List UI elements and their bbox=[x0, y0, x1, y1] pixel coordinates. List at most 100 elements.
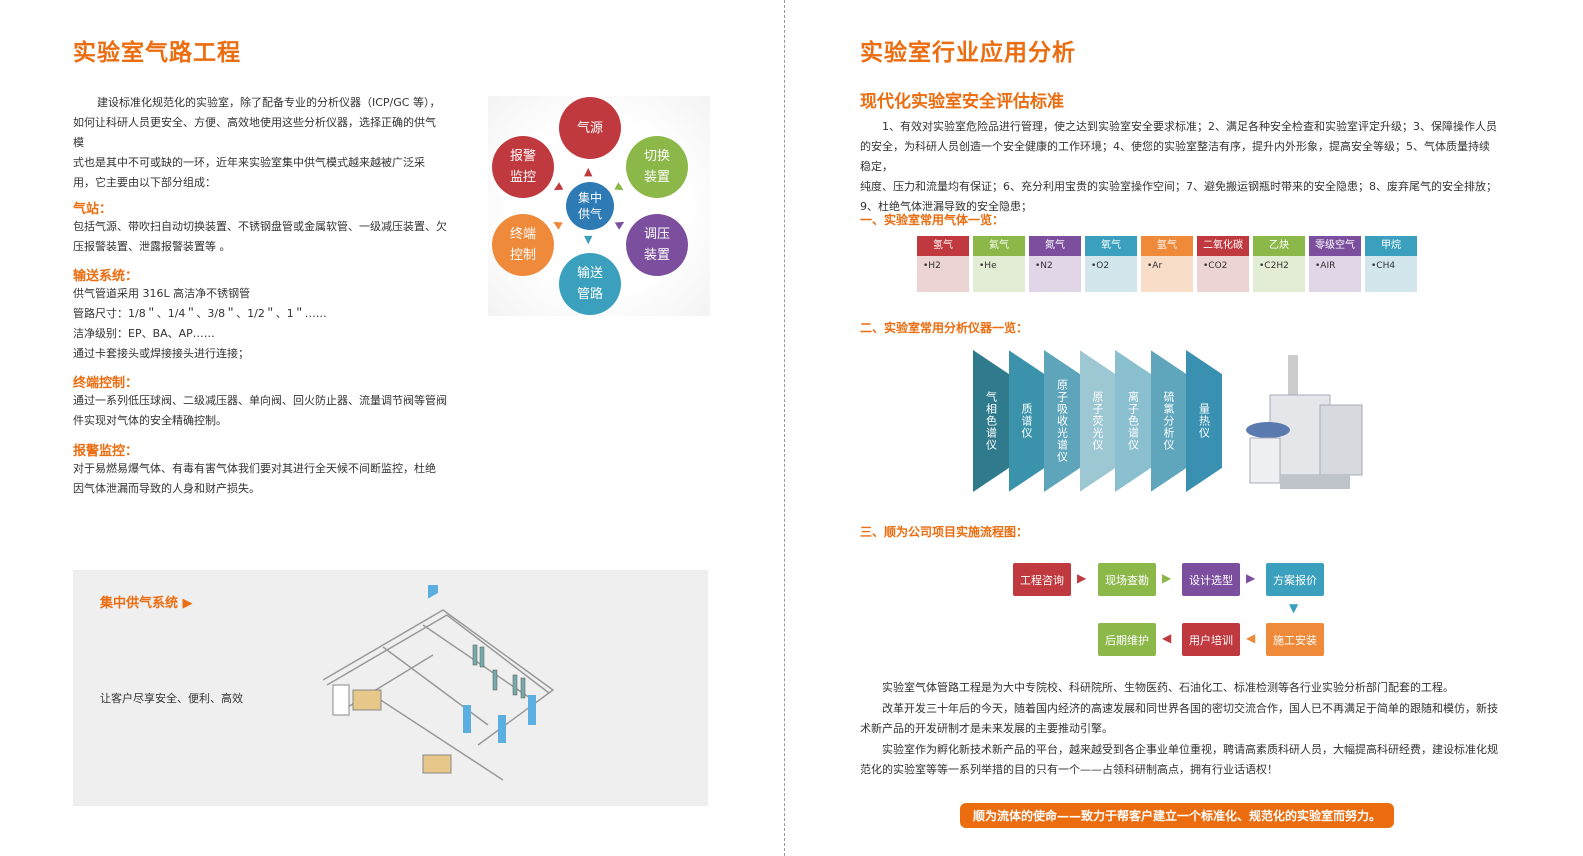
flow-step-quotation: 方案报价 bbox=[1266, 563, 1324, 596]
text-line: 对于易燃易爆气体、有毒有害气体我们要对其进行全天候不间断监控，杜绝 bbox=[73, 462, 436, 475]
text-line: 改革开发三十年后的今天，随着国内经济的高速发展和同世界各国的密切交流合作，国人已… bbox=[882, 702, 1498, 715]
gas-name: 氩气 bbox=[1141, 236, 1193, 256]
gas-chromatograph-photo bbox=[1240, 350, 1366, 498]
arrow-right-icon: ▶ bbox=[1246, 571, 1256, 585]
section-heading-delivery: 输送系统： bbox=[73, 269, 139, 284]
gas-card: 二氧化碳•CO2 bbox=[1197, 236, 1249, 292]
section-heading-terminal: 终端控制： bbox=[73, 376, 139, 391]
gas-name: 零级空气 bbox=[1309, 236, 1361, 256]
gas-name: 氦气 bbox=[973, 236, 1025, 256]
instrument-chevron: 质谱仪 bbox=[1008, 350, 1045, 492]
cycle-node-switching: 切换装置 bbox=[626, 136, 688, 198]
flow-heading: 三、顺为公司项目实施流程图： bbox=[860, 525, 1029, 539]
section-text: 包括气源、带吹扫自动切换装置、不锈钢盘管或金属软管、一级减压装置、欠压报警装置、… bbox=[73, 217, 447, 257]
arrow-right-icon: ▶ bbox=[1162, 571, 1172, 585]
mission-banner: 顺为流体的使命——致力于帮客户建立一个标准化、规范化的实验室而努力。 bbox=[960, 803, 1394, 828]
gas-formula: •CO2 bbox=[1197, 256, 1249, 292]
flow-step-survey: 现场查勘 bbox=[1098, 563, 1156, 596]
arrow-icon: ◀ bbox=[550, 215, 565, 232]
arrow-left-icon: ◀ bbox=[1162, 631, 1172, 645]
text-line: 件实现对气体的安全精确控制。 bbox=[73, 414, 227, 427]
safety-standards-subtitle: 现代化实验室安全评估标准 bbox=[860, 92, 1064, 112]
instrument-chevron: 原子吸收光谱仪 bbox=[1044, 350, 1080, 492]
instrument-chevron: 量热仪 bbox=[1186, 350, 1222, 492]
gas-formula: •Ar bbox=[1141, 256, 1193, 292]
gas-name: 氮气 bbox=[1029, 236, 1081, 256]
instrument-label: 原子荧光仪 bbox=[1091, 391, 1104, 451]
intro-line: 如何让科研人员更安全、方便、高效地使用这些分析仪器，选择正确的供气模 bbox=[73, 116, 436, 149]
arrow-icon: ▶ bbox=[613, 179, 628, 196]
panel-title: 集中供气系统 ▶ bbox=[100, 596, 193, 611]
gas-name: 乙炔 bbox=[1253, 236, 1305, 256]
gas-card: 甲烷•CH4 bbox=[1365, 236, 1417, 292]
instrument-label: 离子色谱仪 bbox=[1126, 391, 1140, 451]
central-gas-system-panel: 集中供气系统 ▶ 让客户尽享安全、便利、高效 bbox=[73, 570, 708, 806]
lab-illustration bbox=[322, 585, 555, 781]
text-line: 供气管道采用 316L 高洁净不锈钢管 bbox=[73, 287, 251, 300]
gas-card: 乙炔•C2H2 bbox=[1253, 236, 1305, 292]
section-heading-gas-station: 气站： bbox=[73, 202, 113, 217]
arrow-down-icon: ▼ bbox=[1289, 601, 1299, 615]
page-divider bbox=[784, 0, 785, 856]
arrow-icon: ▶ bbox=[613, 215, 628, 232]
instrument-chevron: 原子荧光仪 bbox=[1079, 350, 1116, 492]
instrument-label: 量热仪 bbox=[1197, 403, 1211, 439]
intro-line: 建设标准化规范化的实验室，除了配备专业的分析仪器（ICP/GC 等）， bbox=[97, 96, 441, 109]
gas-card: 氮气•N2 bbox=[1029, 236, 1081, 292]
closing-paragraphs: 实验室气体管路工程是为大中专院校、科研院所、生物医药、石油化工、标准检测等各行业… bbox=[860, 678, 1500, 780]
instrument-chevron: 硫氯分析仪 bbox=[1150, 350, 1187, 492]
text-line: 实验室气体管路工程是为大中专院校、科研院所、生物医药、石油化工、标准检测等各行业… bbox=[882, 681, 1454, 694]
gas-formula: •C2H2 bbox=[1253, 256, 1305, 292]
flow-step-training: 用户培训 bbox=[1182, 623, 1240, 656]
text-line: 术新产品的开发研制才是未来发展的主要推动引擎。 bbox=[860, 722, 1113, 735]
play-arrow-icon: ▶ bbox=[182, 596, 193, 611]
arrow-left-icon: ◀ bbox=[1246, 631, 1256, 645]
gas-name: 二氧化碳 bbox=[1197, 236, 1249, 256]
instrument-list-heading: 二、实验室常用分析仪器一览： bbox=[860, 321, 1029, 335]
text-line: 范化的实验室等等一系列举措的目的只有一个——占领科研制高点，拥有行业话语权！ bbox=[860, 763, 1278, 776]
gas-formula: •CH4 bbox=[1365, 256, 1417, 292]
instrument-label: 原子吸收光谱仪 bbox=[1055, 379, 1069, 463]
cycle-center: 集中供气 bbox=[566, 182, 614, 230]
text-line: 洁净级别：EP、BA、AP…… bbox=[73, 327, 215, 340]
gas-formula: •AIR bbox=[1309, 256, 1361, 292]
instrument-chevron: 气相色谱仪 bbox=[973, 350, 1009, 492]
section-text: 供气管道采用 316L 高洁净不锈钢管管路尺寸：1/8＂、1/4＂、3/8＂、1… bbox=[73, 284, 327, 364]
gas-list-heading: 一、实验室常用气体一览： bbox=[860, 213, 1005, 227]
instrument-label: 气相色谱仪 bbox=[984, 391, 998, 451]
gas-name: 氧气 bbox=[1085, 236, 1137, 256]
text-line: 通过卡套接头或焊接接头进行连接； bbox=[73, 347, 249, 360]
instrument-label: 质谱仪 bbox=[1020, 403, 1033, 439]
project-flowchart: 工程咨询 现场查勘 设计选型 方案报价 施工安装 用户培训 后期维护 ▶ ▶ ▶… bbox=[1000, 550, 1340, 665]
right-page-title: 实验室行业应用分析 bbox=[860, 40, 1076, 66]
instrument-chevron: 离子色谱仪 bbox=[1115, 350, 1151, 492]
gas-name: 甲烷 bbox=[1365, 236, 1417, 256]
section-heading-alarm: 报警监控： bbox=[73, 444, 139, 459]
cycle-node-alarm: 报警监控 bbox=[492, 136, 554, 198]
flow-step-installation: 施工安装 bbox=[1266, 623, 1324, 656]
instrument-label: 硫氯分析仪 bbox=[1162, 391, 1175, 451]
text-line: 压报警装置、泄露报警装置等 。 bbox=[73, 240, 231, 253]
section-text: 对于易燃易爆气体、有毒有害气体我们要对其进行全天候不间断监控，杜绝因气体泄漏而导… bbox=[73, 459, 436, 499]
intro-line: 式也是其中不可或缺的一环，近年来实验室集中供气模式越来越被广泛采 bbox=[73, 156, 425, 169]
cycle-node-regulator: 调压装置 bbox=[626, 214, 688, 276]
text-line: 因气体泄漏而导致的人身和财产损失。 bbox=[73, 482, 260, 495]
cycle-node-terminal: 终端控制 bbox=[492, 214, 554, 276]
arrow-icon: ◀ bbox=[550, 179, 565, 196]
arrow-down-icon: ▼ bbox=[584, 233, 593, 246]
flow-step-design: 设计选型 bbox=[1182, 563, 1240, 596]
gas-formula: •He bbox=[973, 256, 1025, 292]
text-line: 1、有效对实验室危险品进行管理，使之达到实验室安全要求标准；2、满足各种安全检查… bbox=[882, 120, 1497, 133]
intro-paragraph: 建设标准化规范化的实验室，除了配备专业的分析仪器（ICP/GC 等）， 如何让科… bbox=[73, 93, 445, 193]
arrow-right-icon: ▶ bbox=[1077, 571, 1087, 585]
text-line: 的安全，为科研人员创造一个安全健康的工作环境；4、使您的实验室整洁有序，提升内外… bbox=[860, 140, 1490, 173]
gas-card: 氧气•O2 bbox=[1085, 236, 1137, 292]
text-line: 9、杜绝气体泄漏导致的安全隐患； bbox=[860, 200, 1032, 213]
panel-tagline: 让客户尽享安全、便利、高效 bbox=[100, 692, 243, 705]
gas-card: 氦气•He bbox=[973, 236, 1025, 292]
gas-formula: •N2 bbox=[1029, 256, 1081, 292]
text-line: 管路尺寸：1/8＂、1/4＂、3/8＂、1/2＂、1＂…… bbox=[73, 307, 327, 320]
cycle-node-pipeline: 输送管路 bbox=[559, 253, 621, 315]
flow-step-consulting: 工程咨询 bbox=[1013, 563, 1071, 596]
text-line: 通过一系列低压球阀、二级减压器、单向阀、回火防止器、流量调节阀等管阀 bbox=[73, 394, 447, 407]
